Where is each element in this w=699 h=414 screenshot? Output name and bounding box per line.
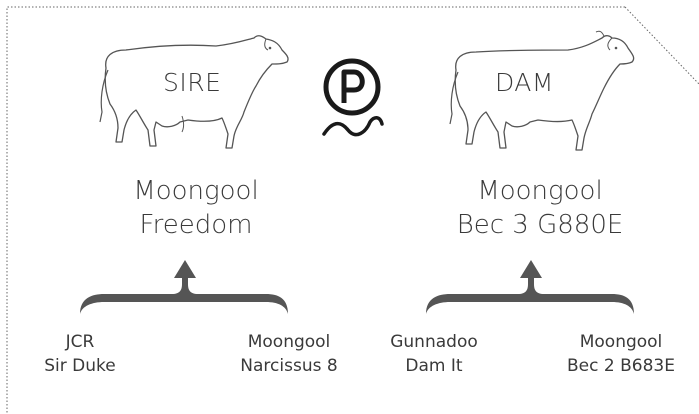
sire-name: Moongool Freedom [96,174,296,242]
sire-name-line1: Moongool [133,176,259,206]
dam-sire-line1: Gunnadoo [390,332,478,352]
polled-symbol-icon [318,56,390,150]
dam-parent-brace-arrow [426,260,634,314]
dam-cow-outline-icon [446,30,646,160]
sire-sire-line1: JCR [65,332,95,352]
sire-bull-outline-icon [96,30,296,160]
dam-dam-line1: Moongool [579,332,663,352]
sire-dam-name: Moongool Narcissus 8 [226,330,352,378]
sire-name-line2: Freedom [139,210,253,240]
dam-name-line1: Moongool [477,176,603,206]
dam-name: Moongool Bec 3 G880E [430,174,650,242]
dam-name-line2: Bec 3 G880E [456,210,624,240]
dam-dam-name: Moongool Bec 2 B683E [552,330,690,378]
dam-sire-name: Gunnadoo Dam It [374,330,494,378]
dam-dam-line2: Bec 2 B683E [567,356,675,376]
sire-sire-name: JCR Sir Duke [30,330,130,378]
dam-sire-line2: Dam It [405,356,463,376]
sire-parent-brace-arrow [80,260,288,314]
dam-label: DAM [495,68,554,97]
sire-sire-line2: Sir Duke [44,356,116,376]
sire-label: SIRE [163,68,222,97]
sire-dam-line2: Narcissus 8 [240,356,338,376]
sire-dam-line1: Moongool [247,332,331,352]
